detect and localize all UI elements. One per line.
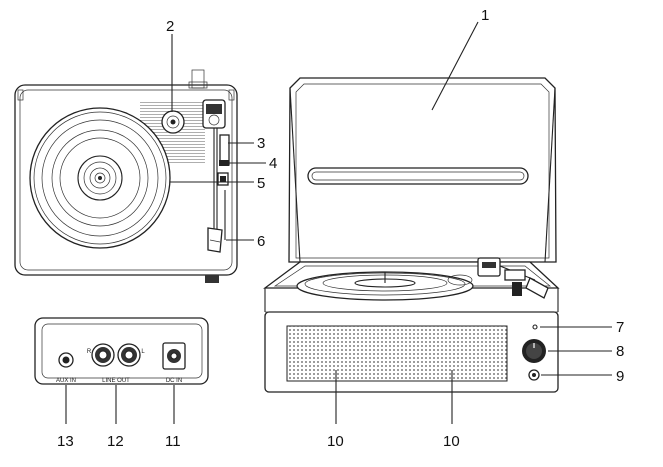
line-out-label: LINE OUT [102,378,130,384]
callout-1: 1 [481,7,489,24]
callout-9: 9 [616,368,624,385]
callout-12: 12 [107,433,124,450]
right-channel-label: R [87,349,92,355]
dust-cover [288,77,557,263]
top-view-turntable [14,69,238,283]
callout-5: 5 [257,175,265,192]
left-channel-label: L [141,349,145,355]
callout-8: 8 [616,343,624,360]
lid-handle [307,167,529,185]
callout-11: 11 [165,433,181,450]
power-indicator-icon [532,324,538,330]
headphone-jack [528,369,540,381]
callout-3: 3 [257,135,265,152]
callout-numbers: 1 2 3 4 5 6 7 8 9 10 10 11 12 13 [57,7,624,450]
volume-knob [522,339,546,363]
callout-6: 6 [257,233,265,250]
line-out-l-jack [117,343,141,367]
rear-panel: AUX IN LINE OUT DC IN R L [34,317,209,385]
callout-7: 7 [616,319,624,336]
callout-10-right: 10 [443,433,460,450]
front-view-turntable [263,77,560,393]
dc-in-label: DC IN [166,378,182,384]
platter-top [29,107,171,249]
foot [205,275,219,283]
tonearm-front [477,257,549,299]
dc-in-jack [162,342,186,370]
callout-2: 2 [166,18,174,35]
line-out-r-jack [91,343,115,367]
adapter-front [447,274,473,286]
speaker-grille [286,325,508,382]
callout-4: 4 [269,155,277,172]
aux-in-label: AUX IN [56,378,76,384]
callout-13: 13 [57,433,74,450]
platter-front [296,271,474,301]
tonearm-top [202,99,230,253]
adapter-45rpm [161,110,185,134]
callout-10-left: 10 [327,433,344,450]
aux-in-jack [58,352,74,368]
leader-lines [65,21,612,424]
